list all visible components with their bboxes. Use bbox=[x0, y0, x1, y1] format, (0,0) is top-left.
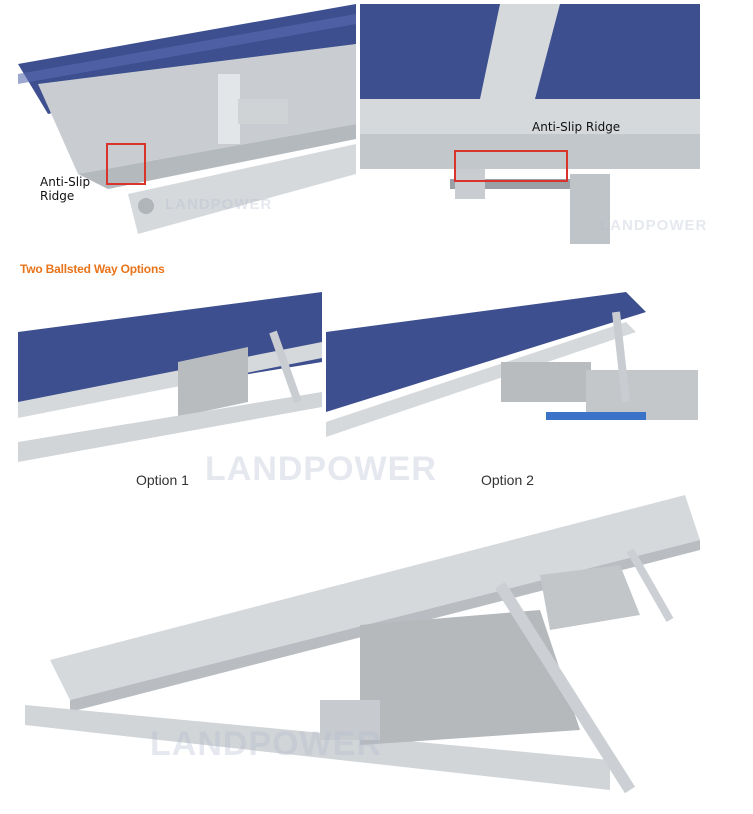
photo-ballasted-mount bbox=[20, 490, 735, 814]
watermark: LANDPOWER bbox=[205, 450, 437, 488]
section-heading: Two Ballsted Way Options bbox=[20, 262, 165, 276]
anti-slip-ridge-box-left bbox=[106, 143, 146, 185]
anti-slip-ridge-label-right: Anti-Slip Ridge bbox=[532, 120, 621, 134]
caption-option-2: Option 2 bbox=[481, 472, 534, 488]
photo-option-1 bbox=[18, 292, 322, 468]
watermark: LANDPOWER bbox=[150, 725, 382, 763]
watermark: LANDPOWER bbox=[165, 196, 273, 213]
caption-option-1: Option 1 bbox=[136, 472, 189, 488]
photo-anti-slip-ridge-side bbox=[18, 4, 356, 244]
photo-option-2 bbox=[326, 292, 698, 468]
photo-anti-slip-ridge-clamp bbox=[360, 4, 700, 244]
watermark: LANDPOWER bbox=[600, 217, 708, 234]
anti-slip-ridge-box-right bbox=[454, 150, 568, 182]
anti-slip-ridge-label-left: Anti-Slip Ridge bbox=[40, 175, 91, 203]
